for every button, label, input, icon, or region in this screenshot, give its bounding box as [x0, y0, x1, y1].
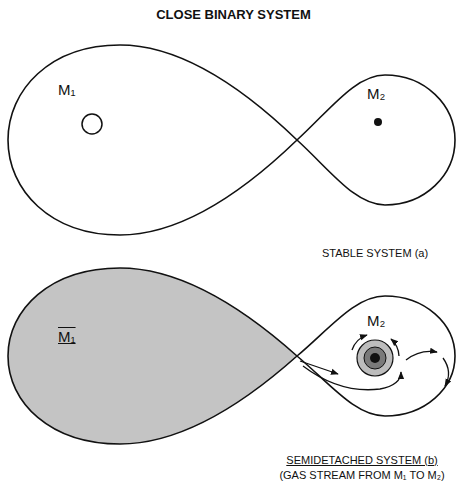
- diagram-title: CLOSE BINARY SYSTEM: [156, 8, 311, 23]
- star-dot: [370, 353, 380, 363]
- orbit-arrow: [352, 335, 367, 350]
- lobe-outline-path: [297, 296, 455, 416]
- gas-stream-arrow: [303, 366, 401, 390]
- caption-box: (GAS STREAM FROM M₁ TO M₂): [262, 465, 462, 482]
- lobe-outline-path: [8, 268, 297, 444]
- mass-label: M₁: [58, 81, 76, 98]
- filled-roche-lobe: M₁: [8, 268, 297, 444]
- lobe-outline: [8, 45, 297, 235]
- caption: (GAS STREAM FROM M₁ TO M₂): [279, 469, 444, 482]
- mass-label: M₂: [367, 85, 385, 102]
- orbit-arrow: [391, 339, 399, 356]
- title-box: CLOSE BINARY SYSTEM: [0, 5, 467, 23]
- star-dot: [374, 118, 382, 126]
- accretion-disk: [357, 340, 393, 376]
- roche-lobe: M₂: [297, 75, 455, 205]
- mass-label: M₂: [367, 312, 385, 329]
- accretion-disk-inner: [364, 347, 386, 369]
- mass-label: M₁: [58, 328, 76, 345]
- lobe-outline-path: [8, 45, 297, 235]
- outflow-arrow: [406, 351, 437, 360]
- lobe-outline: [8, 268, 297, 444]
- star-circle: [82, 114, 102, 134]
- caption: SEMIDETACHED SYSTEM (b): [286, 454, 437, 467]
- roche-lobe: M₁: [8, 45, 297, 235]
- caption-box: STABLE SYSTEM (a): [300, 243, 450, 261]
- caption: STABLE SYSTEM (a): [322, 247, 428, 260]
- caption-box: SEMIDETACHED SYSTEM (b): [262, 450, 462, 468]
- lobe-outline-path: [297, 75, 455, 205]
- roche-lobe: M₂: [297, 296, 455, 416]
